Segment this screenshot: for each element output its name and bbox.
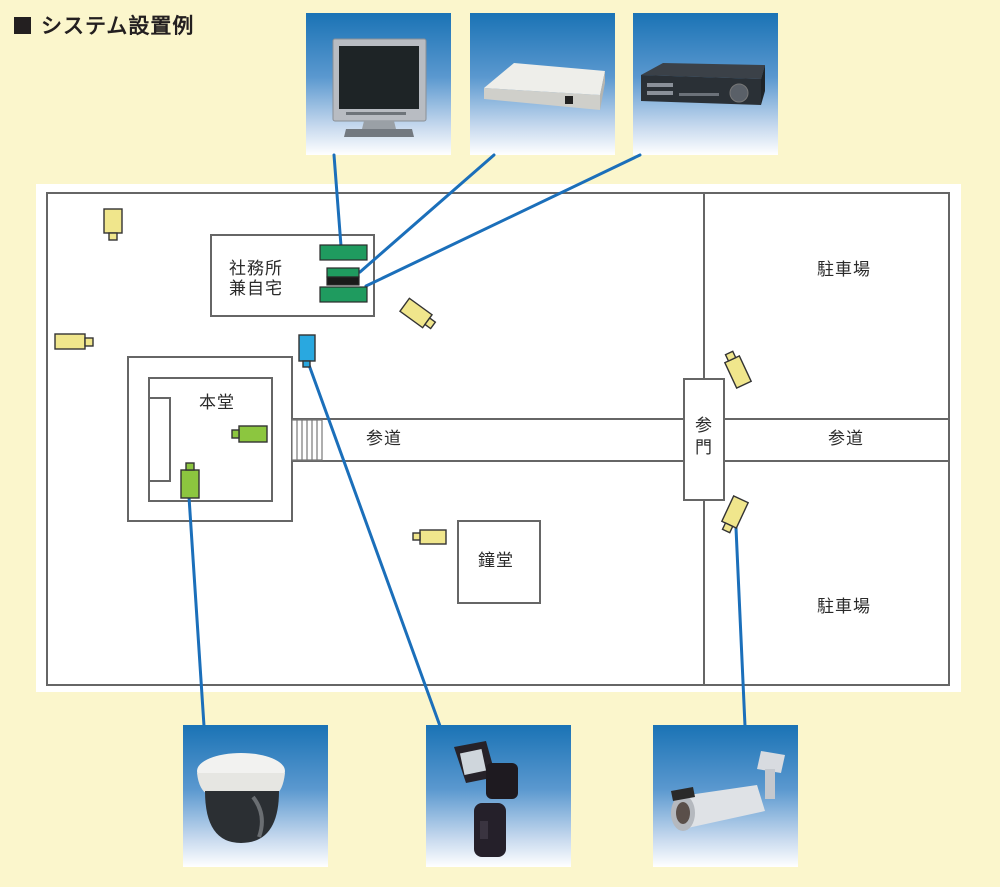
bullet-camera-icon — [671, 751, 785, 831]
office-label-line1: 社務所 — [229, 259, 283, 279]
main-hall-label: 本堂 — [199, 393, 235, 413]
dome-camera-photo — [183, 725, 328, 867]
parking-bottom-label: 駐車場 — [817, 597, 871, 617]
lcd-monitor-icon — [332, 38, 427, 137]
switcher-photo — [470, 13, 615, 155]
approach-left-label: 参道 — [366, 429, 402, 449]
diagram-title: システム設置例 — [14, 10, 194, 40]
bullet-camera-photo — [653, 725, 798, 867]
digital-video-recorder-icon — [641, 63, 765, 105]
gate-label: 参門 — [694, 415, 714, 459]
approach-right-label: 参道 — [828, 429, 864, 449]
video-switcher-box-icon — [484, 63, 605, 110]
bell-tower-label: 鐘堂 — [478, 551, 514, 571]
monitor-photo — [306, 13, 451, 155]
office-label: 社務所兼自宅 — [229, 259, 283, 300]
dome-camera-icon — [197, 753, 285, 843]
office-label-line2: 兼自宅 — [229, 279, 283, 300]
sensor-light-camera-photo — [426, 725, 571, 867]
sensor-light-camera-icon — [454, 741, 518, 857]
recorder-photo — [633, 13, 778, 155]
diagram-title-text: システム設置例 — [41, 14, 195, 38]
gate-label-line1: 参 — [695, 416, 713, 436]
gate-label-line2: 門 — [695, 438, 713, 458]
square-bullet-icon — [14, 17, 31, 34]
parking-top-label: 駐車場 — [817, 260, 871, 280]
